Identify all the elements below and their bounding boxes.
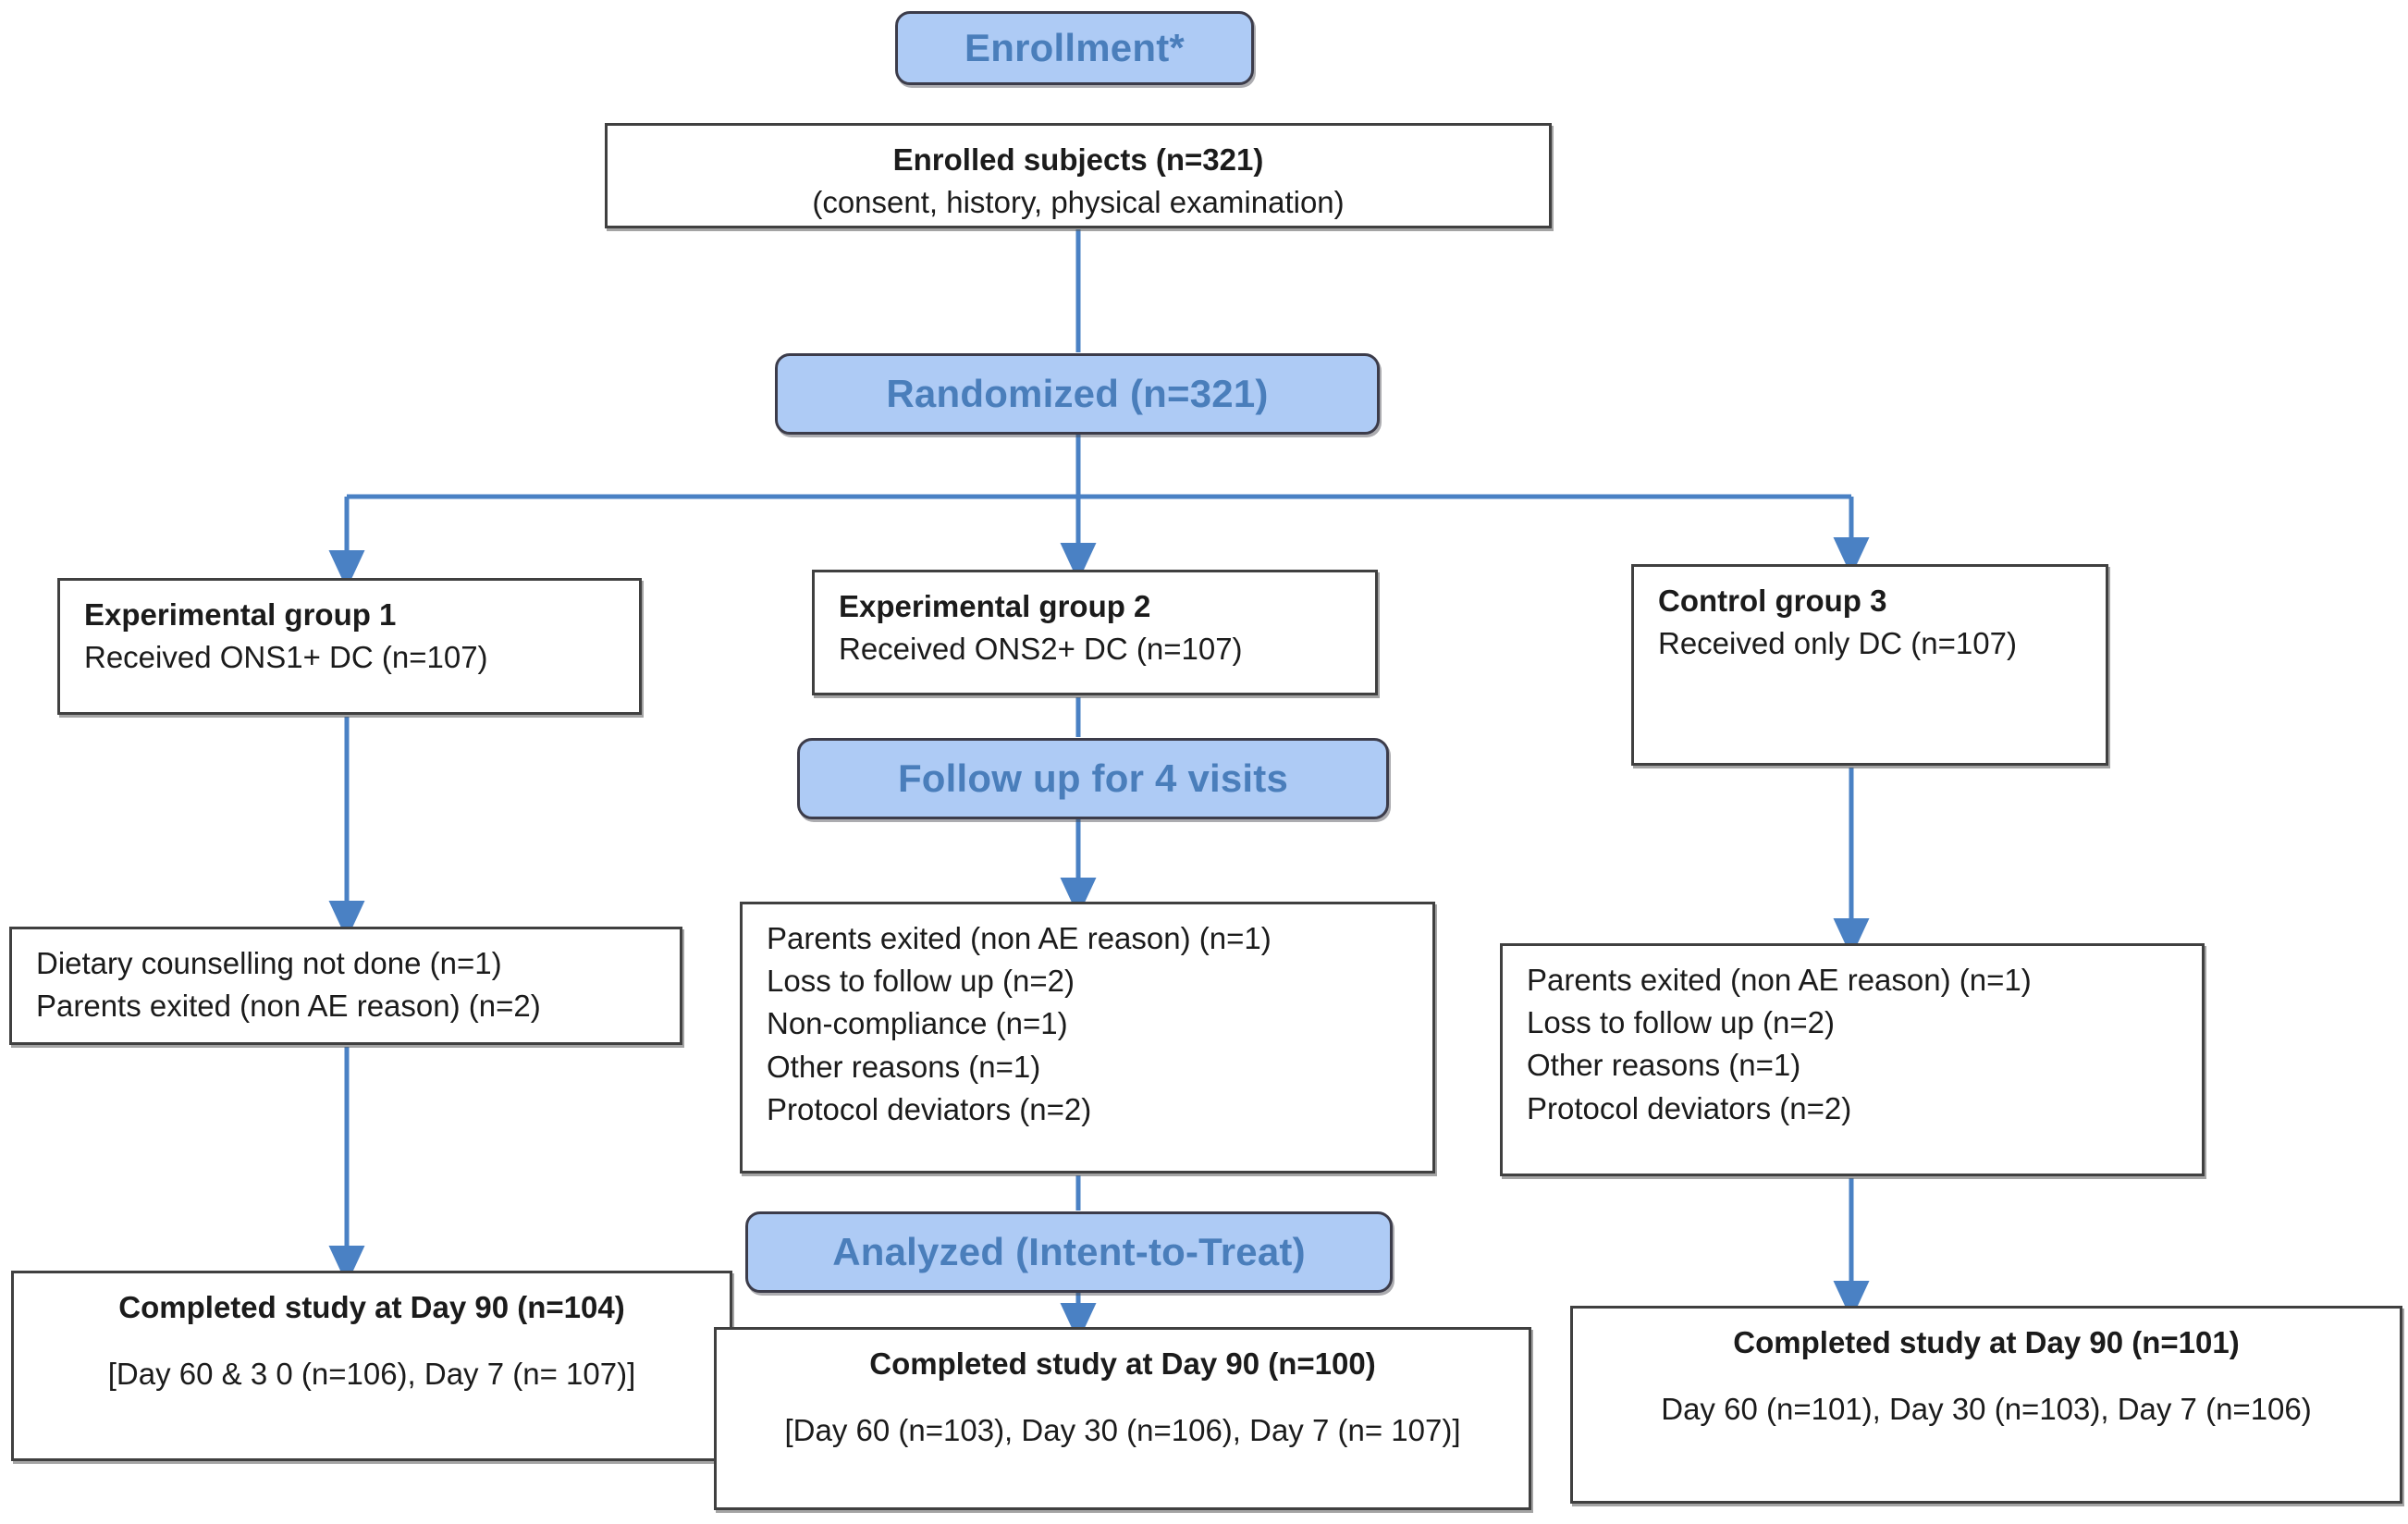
stage-banner-analyzed: Analyzed (Intent-to-Treat) — [745, 1211, 1393, 1293]
dropout-box-control-group-3: Parents exited (non AE reason) (n=1) Los… — [1500, 943, 2205, 1176]
enrolled-subjects-procedures: (consent, history, physical examination) — [812, 185, 1345, 220]
completion-box-experimental-group-2: Completed study at Day 90 (n=100) [Day 6… — [714, 1327, 1531, 1510]
allocation-box-control-group-3: Control group 3 Received only DC (n=107) — [1631, 564, 2108, 766]
dropout-reason: Non-compliance (n=1) — [767, 1006, 1068, 1041]
allocation-box-experimental-group-1: Experimental group 1 Received ONS1+ DC (… — [57, 578, 642, 715]
completion-heading: Completed study at Day 90 (n=104) — [118, 1290, 625, 1324]
group1-heading: Experimental group 1 — [84, 597, 397, 632]
stage-label-analyzed: Analyzed (Intent-to-Treat) — [832, 1230, 1306, 1273]
dropout-reason: Protocol deviators (n=2) — [1527, 1090, 1852, 1125]
stage-banner-randomized: Randomized (n=321) — [775, 353, 1380, 435]
stage-label-enrollment: Enrollment* — [964, 26, 1185, 69]
stage-label-randomized: Randomized (n=321) — [886, 372, 1269, 415]
allocation-box-experimental-group-2: Experimental group 2 Received ONS2+ DC (… — [812, 570, 1378, 695]
enrolled-subjects-count: Enrolled subjects (n=321) — [892, 142, 1264, 177]
dropout-box-experimental-group-2: Parents exited (non AE reason) (n=1) Los… — [740, 902, 1435, 1174]
dropout-reason: Other reasons (n=1) — [1527, 1048, 1801, 1083]
completion-detail: [Day 60 (n=103), Day 30 (n=106), Day 7 (… — [784, 1413, 1461, 1448]
dropout-reason: Parents exited (non AE reason) (n=2) — [36, 989, 541, 1024]
dropout-box-experimental-group-1: Dietary counselling not done (n=1) Paren… — [9, 927, 682, 1045]
completion-detail: Day 60 (n=101), Day 30 (n=103), Day 7 (n… — [1661, 1392, 2312, 1427]
group1-detail: Received ONS1+ DC (n=107) — [84, 640, 488, 675]
completion-box-experimental-group-1: Completed study at Day 90 (n=104) [Day 6… — [11, 1271, 732, 1461]
group2-detail: Received ONS2+ DC (n=107) — [839, 632, 1243, 667]
stage-banner-enrollment: Enrollment* — [895, 11, 1254, 85]
completion-heading: Completed study at Day 90 (n=101) — [1733, 1325, 2240, 1359]
completion-detail: [Day 60 & 3 0 (n=106), Day 7 (n= 107)] — [107, 1357, 636, 1392]
spacer — [38, 1329, 706, 1353]
dropout-reason: Parents exited (non AE reason) (n=1) — [767, 921, 1272, 955]
completion-box-control-group-3: Completed study at Day 90 (n=101) Day 60… — [1570, 1306, 2402, 1504]
dropout-reason: Dietary counselling not done (n=1) — [36, 946, 502, 980]
stage-label-followup: Follow up for 4 visits — [897, 756, 1289, 800]
dropout-reason: Protocol deviators (n=2) — [767, 1091, 1092, 1126]
dropout-reason: Loss to follow up (n=2) — [1527, 1005, 1835, 1040]
completion-heading: Completed study at Day 90 (n=100) — [869, 1346, 1376, 1381]
group3-detail: Received only DC (n=107) — [1658, 626, 2017, 661]
dropout-reason: Loss to follow up (n=2) — [767, 964, 1075, 999]
spacer — [1597, 1364, 2376, 1388]
group2-heading: Experimental group 2 — [839, 589, 1151, 623]
enrolled-subjects-box: Enrolled subjects (n=321) (consent, hist… — [605, 123, 1552, 228]
dropout-reason: Other reasons (n=1) — [767, 1049, 1041, 1084]
group3-heading: Control group 3 — [1658, 584, 1887, 618]
dropout-reason: Parents exited (non AE reason) (n=1) — [1527, 963, 2032, 997]
spacer — [741, 1385, 1505, 1409]
stage-banner-followup: Follow up for 4 visits — [797, 738, 1389, 819]
